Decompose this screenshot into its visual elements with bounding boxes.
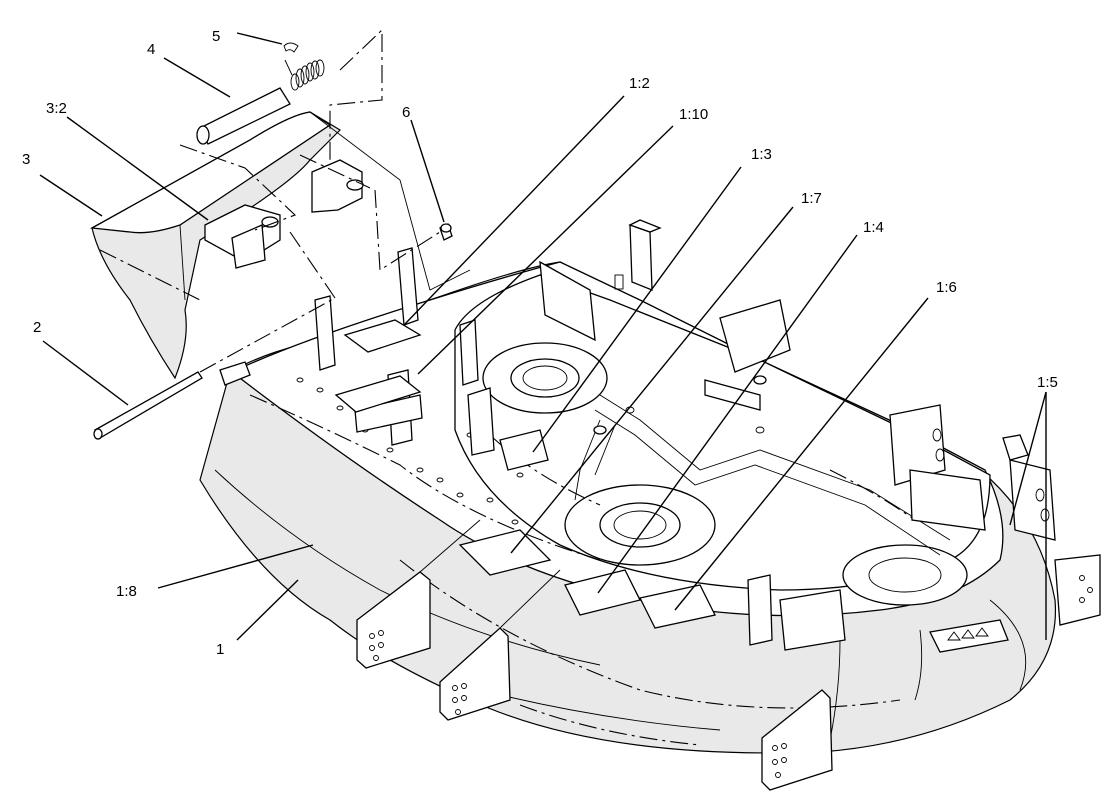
callout-labels: 5 4 3:2 3 6 2 1:2 1:10 1:3 1:7 1:4 1:6 1… [22,28,1058,658]
assembly-lines [179,28,441,299]
callout-5: 5 [212,28,220,45]
front-gauge-brackets [356,519,1101,791]
callout-1-5: 1:5 [1037,374,1058,391]
spacer-tube [196,87,291,145]
callout-4: 4 [147,41,155,58]
deck-holes [296,377,765,525]
callout-1-8: 1:8 [116,583,137,600]
hairpin-clip [283,42,299,53]
callout-1-2: 1:2 [629,75,650,92]
callout-2: 2 [33,319,41,336]
deflector-bracket [204,159,364,269]
callout-1-6: 1:6 [936,279,957,296]
callout-1-4: 1:4 [863,219,884,236]
callout-6: 6 [402,104,410,121]
spindle-well-left [482,342,608,414]
decal-1-2 [343,319,422,353]
callout-1-10: 1:10 [679,106,708,123]
callout-3-2: 3:2 [46,100,67,117]
decal-1-5 [929,619,1009,653]
callout-3: 3 [22,151,30,168]
bolt [439,223,453,241]
spindle-well-right [842,544,968,606]
decal-1-7 [458,529,552,576]
callout-1-3: 1:3 [751,146,772,163]
pivot-rod [93,297,336,440]
decal-1-10 [334,375,422,413]
spindle-well-center [564,484,716,566]
discharge-deflector [89,111,471,380]
decal-1-3 [499,429,549,471]
decal-1-4 [564,569,641,616]
leader-lines [39,32,1047,641]
callout-1: 1 [216,641,224,658]
callout-1-7: 1:7 [801,190,822,207]
torsion-spring [284,59,325,91]
